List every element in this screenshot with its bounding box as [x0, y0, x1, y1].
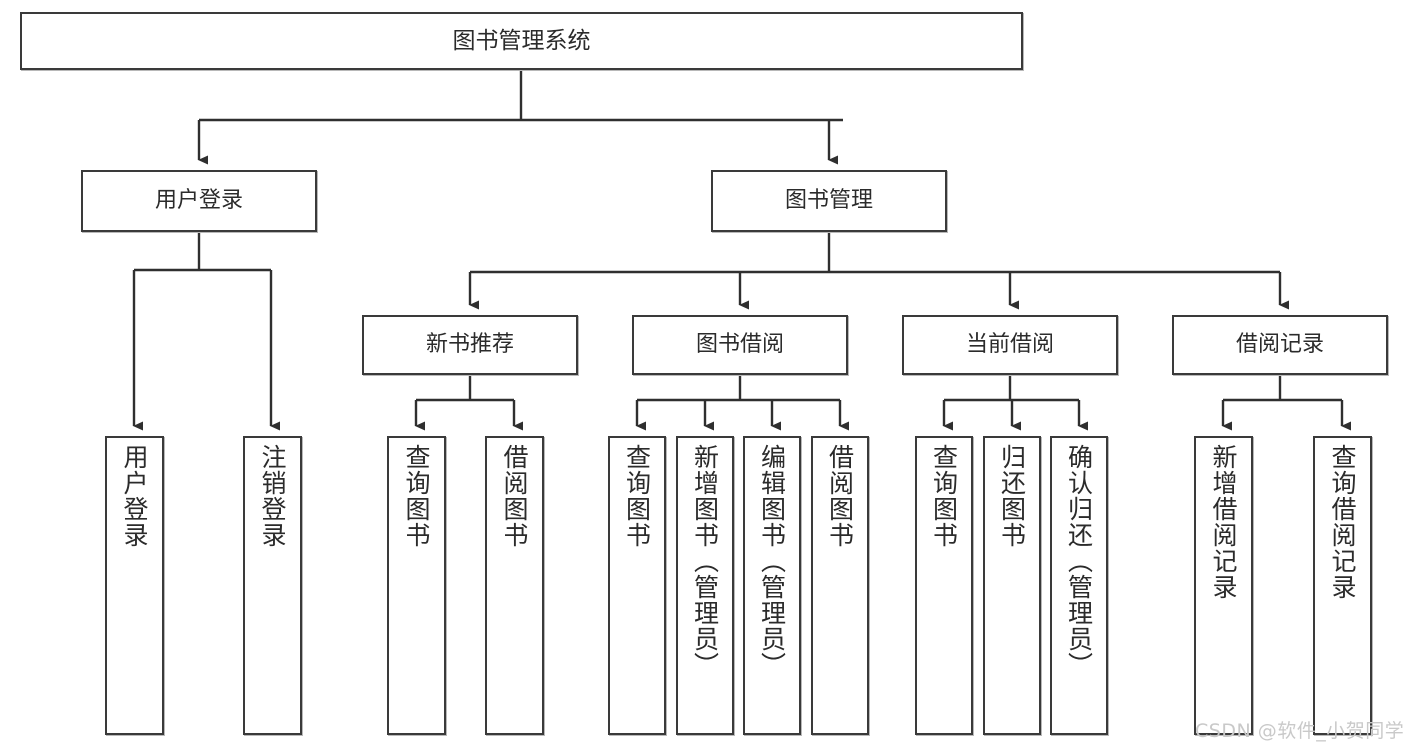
node-leaf-borrow-book-brw[interactable]: 借阅图书	[811, 436, 869, 735]
node-leaf-borrow-book-brw-label: 借阅图书	[825, 444, 855, 548]
node-leaf-confirm-return[interactable]: 确认归还（管理员）	[1050, 436, 1108, 735]
node-leaf-logout[interactable]: 注销登录	[243, 436, 302, 735]
node-new-book-recommend[interactable]: 新书推荐	[362, 315, 578, 375]
csdn-watermark: CSDN @软件_小贺同学	[1195, 720, 1405, 742]
node-current-borrow[interactable]: 当前借阅	[902, 315, 1118, 375]
node-book-manage[interactable]: 图书管理	[711, 170, 947, 232]
node-leaf-user-login[interactable]: 用户登录	[105, 436, 164, 735]
node-leaf-add-record[interactable]: 新增借阅记录	[1194, 436, 1253, 735]
node-leaf-query-record[interactable]: 查询借阅记录	[1313, 436, 1372, 735]
node-book-manage-label: 图书管理	[784, 188, 873, 214]
node-leaf-query-book-cur[interactable]: 查询图书	[915, 436, 973, 735]
node-root[interactable]: 图书管理系统	[20, 12, 1023, 70]
node-book-borrow[interactable]: 图书借阅	[632, 315, 848, 375]
node-leaf-borrow-book-rec[interactable]: 借阅图书	[485, 436, 544, 735]
node-leaf-add-record-label: 新增借阅记录	[1209, 444, 1238, 600]
node-leaf-confirm-return-label: 确认归还（管理员）	[1064, 444, 1094, 678]
node-leaf-query-book-brw[interactable]: 查询图书	[608, 436, 666, 735]
node-leaf-return-book-label: 归还图书	[997, 444, 1027, 548]
node-new-book-recommend-label: 新书推荐	[425, 332, 514, 358]
node-leaf-query-book-rec-label: 查询图书	[402, 444, 431, 548]
node-leaf-user-login-label: 用户登录	[120, 444, 149, 548]
node-leaf-query-book-brw-label: 查询图书	[622, 444, 652, 548]
node-user-login-label: 用户登录	[154, 188, 243, 214]
node-leaf-query-book-cur-label: 查询图书	[929, 444, 959, 548]
node-current-borrow-label: 当前借阅	[965, 332, 1054, 358]
node-borrow-record-label: 借阅记录	[1235, 332, 1324, 358]
node-leaf-edit-book-label: 编辑图书（管理员）	[757, 444, 787, 678]
node-leaf-query-book-rec[interactable]: 查询图书	[387, 436, 446, 735]
node-leaf-add-book[interactable]: 新增图书（管理员）	[676, 436, 734, 735]
node-leaf-edit-book[interactable]: 编辑图书（管理员）	[743, 436, 801, 735]
node-user-login[interactable]: 用户登录	[81, 170, 317, 232]
node-leaf-return-book[interactable]: 归还图书	[983, 436, 1041, 735]
node-book-borrow-label: 图书借阅	[695, 332, 784, 358]
node-root-label: 图书管理系统	[452, 27, 591, 54]
node-leaf-borrow-book-rec-label: 借阅图书	[500, 444, 529, 548]
node-leaf-query-record-label: 查询借阅记录	[1328, 444, 1357, 600]
node-leaf-logout-label: 注销登录	[258, 444, 287, 548]
node-borrow-record[interactable]: 借阅记录	[1172, 315, 1388, 375]
node-leaf-add-book-label: 新增图书（管理员）	[690, 444, 720, 678]
